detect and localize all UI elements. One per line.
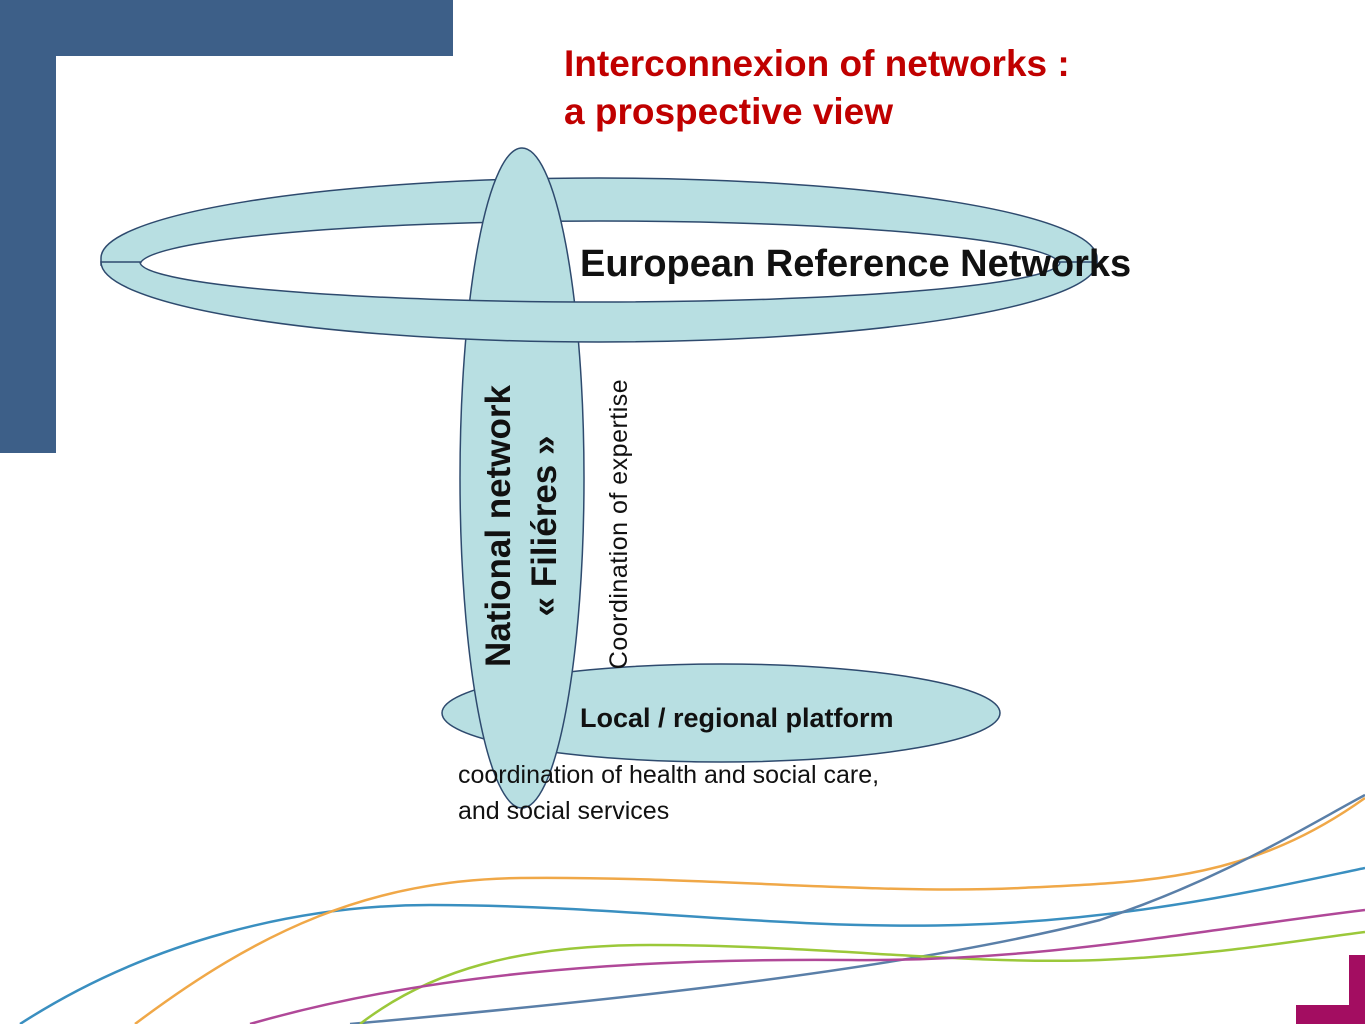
wave-orange	[134, 796, 1365, 1024]
wave-purple	[249, 908, 1365, 1024]
local-description-line-2: and social services	[458, 797, 670, 825]
decorative-corner-vertical	[1349, 955, 1365, 1024]
national-network-line-1: National network	[479, 385, 518, 667]
decorative-corner-horizontal	[1296, 1005, 1365, 1024]
wave-blue	[19, 866, 1365, 1024]
european-networks-label: European Reference Networks	[580, 243, 1132, 285]
wave-slate	[349, 793, 1365, 1024]
decorative-left-bar	[0, 0, 56, 453]
local-platform-description: coordination of health and social care, …	[458, 757, 1018, 829]
european-ring-front	[100, 261, 1098, 343]
local-platform-ellipse	[441, 663, 1001, 763]
page-title: Interconnexion of networks : a prospecti…	[564, 40, 1324, 136]
european-ring-back	[100, 177, 1098, 266]
national-network-label: National network « Filiéres »	[476, 346, 568, 706]
page-title-line-1: Interconnexion of networks :	[564, 43, 1070, 84]
coordination-expertise-label: Coordination of expertise	[605, 378, 633, 670]
decorative-top-bar	[0, 0, 453, 56]
decorative-waves	[19, 793, 1365, 1024]
page-title-line-2: a prospective view	[564, 91, 894, 132]
local-description-line-1: coordination of health and social care,	[458, 761, 880, 789]
local-platform-label: Local / regional platform	[580, 703, 894, 733]
national-network-line-2: « Filiéres »	[525, 435, 564, 617]
wave-green	[359, 930, 1365, 1024]
